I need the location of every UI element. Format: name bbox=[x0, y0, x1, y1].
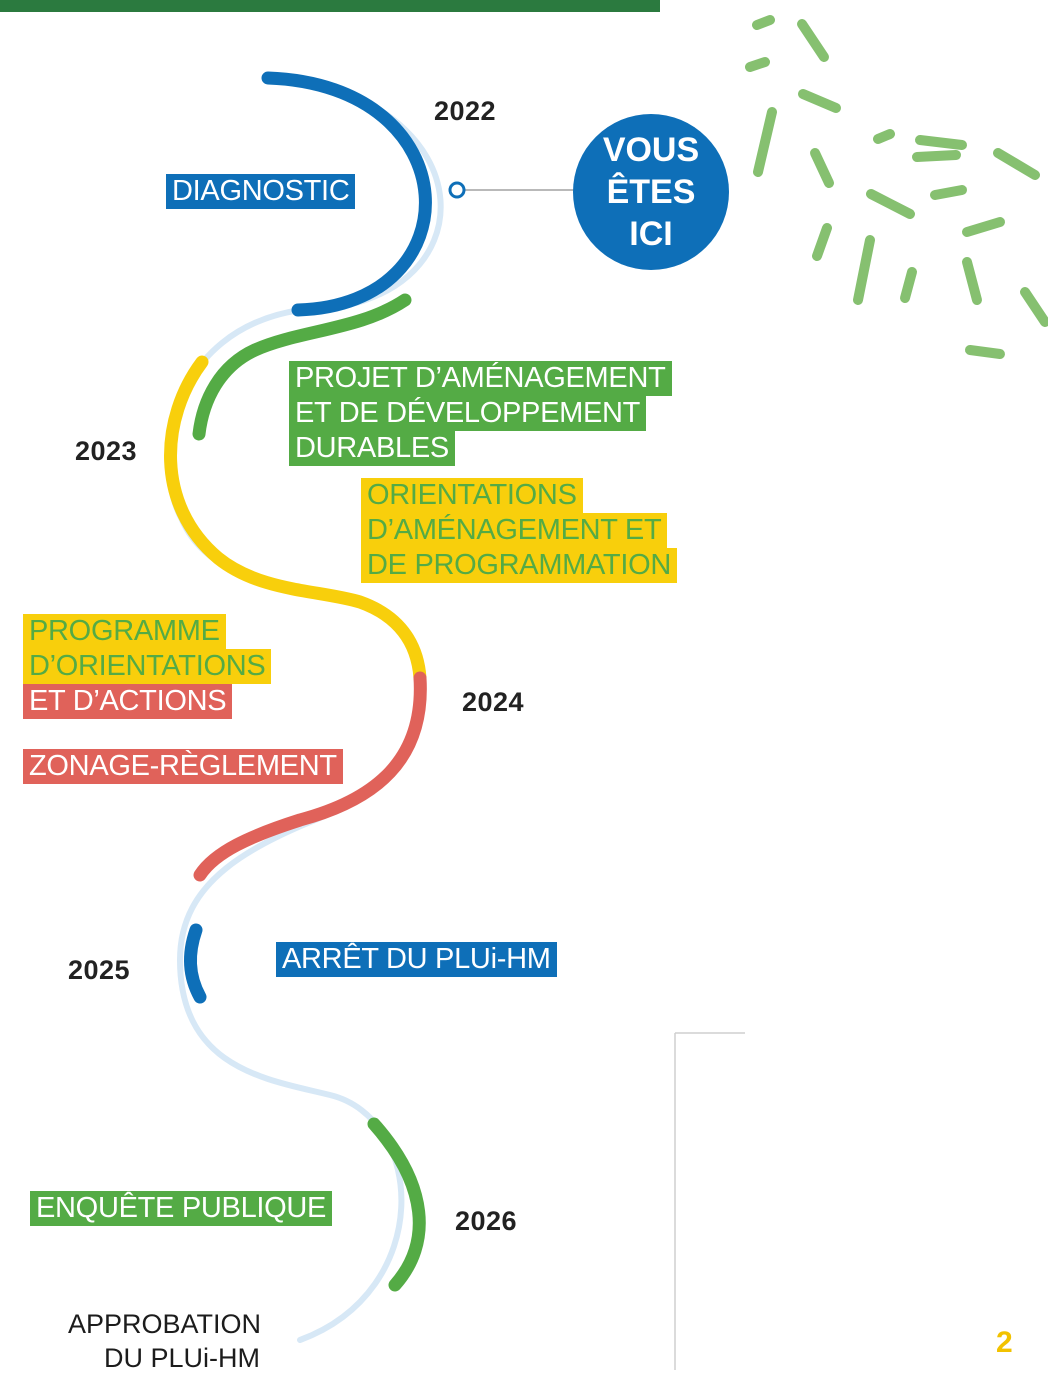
badge-line-2: ÊTES bbox=[606, 173, 696, 211]
leaf-mark bbox=[745, 57, 770, 72]
leaf-mark bbox=[1020, 287, 1048, 327]
leaf-mark bbox=[900, 267, 917, 303]
decorative-leaves bbox=[745, 15, 1048, 359]
top-banner-edge bbox=[0, 0, 660, 12]
label-line: ET D’ACTIONS bbox=[23, 684, 233, 719]
leaf-mark bbox=[873, 129, 895, 144]
leaf-mark bbox=[962, 217, 1005, 237]
leaf-mark bbox=[797, 19, 829, 62]
leaf-mark bbox=[753, 107, 777, 177]
label-line: PROJET D’AMÉNAGEMENT bbox=[289, 361, 672, 396]
phase-label-diagnostic: DIAGNOSTIC bbox=[166, 174, 356, 209]
leaf-mark bbox=[812, 223, 832, 261]
phase-arc-arret bbox=[183, 923, 207, 1004]
year-2026: 2026 bbox=[455, 1206, 518, 1236]
badge-line-1: VOUS bbox=[602, 131, 700, 169]
leaf-mark bbox=[912, 150, 961, 162]
leaf-mark bbox=[965, 345, 1005, 359]
leaf-mark bbox=[915, 135, 967, 150]
phase-label-zonage: ZONAGE-RÈGLEMENT bbox=[23, 749, 343, 784]
phase-arc-oap bbox=[164, 355, 427, 685]
phase-label-enquete: ENQUÊTE PUBLIQUE bbox=[30, 1191, 333, 1226]
phase-arc-padd bbox=[192, 293, 412, 441]
phase-arc-enquete bbox=[367, 1117, 426, 1292]
phase-label-oap: ORIENTATIONS D’AMÉNAGEMENT ET DE PROGRAM… bbox=[361, 478, 678, 583]
label-line: DE PROGRAMMATION bbox=[361, 548, 678, 583]
phase-arc-diagnostic bbox=[261, 71, 432, 317]
label-line: ARRÊT DU PLUi-HM bbox=[276, 942, 557, 977]
leaf-mark bbox=[930, 185, 967, 200]
leaf-mark bbox=[798, 89, 841, 113]
leaf-mark bbox=[866, 189, 915, 219]
year-2023: 2023 bbox=[75, 436, 138, 466]
badge-line-3: ICI bbox=[629, 215, 673, 253]
year-2024: 2024 bbox=[462, 687, 525, 717]
label-line: D’ORIENTATIONS bbox=[23, 649, 272, 684]
label-line: ET DE DÉVELOPPEMENT bbox=[289, 396, 647, 431]
label-line: ORIENTATIONS bbox=[361, 478, 583, 513]
leaf-mark bbox=[810, 148, 834, 188]
label-line: DIAGNOSTIC bbox=[166, 174, 356, 209]
current-phase-badge: VOUS ÊTES ICI bbox=[573, 114, 729, 270]
label-line: D’AMÉNAGEMENT ET bbox=[361, 513, 668, 548]
current-position-dot bbox=[448, 181, 466, 199]
approbation-line-1: APPROBATION bbox=[68, 1309, 262, 1339]
label-line: ZONAGE-RÈGLEMENT bbox=[23, 749, 343, 784]
label-line: PROGRAMME bbox=[23, 614, 226, 649]
approbation-line-2: DU PLUi-HM bbox=[104, 1343, 261, 1373]
leaf-mark bbox=[962, 257, 982, 305]
phase-label-poa: PROGRAMME D’ORIENTATIONS ET D’ACTIONS bbox=[23, 614, 272, 719]
leaf-mark bbox=[853, 235, 875, 305]
leaf-mark bbox=[752, 15, 775, 30]
phase-arc-zonage bbox=[193, 671, 427, 882]
phase-label-arret: ARRÊT DU PLUi-HM bbox=[276, 942, 557, 977]
phase-label-padd: PROJET D’AMÉNAGEMENT ET DE DÉVELOPPEMENT… bbox=[289, 361, 672, 466]
phase-label-approbation: APPROBATION DU PLUi-HM bbox=[68, 1307, 261, 1375]
label-line: DURABLES bbox=[289, 431, 455, 466]
label-line: ENQUÊTE PUBLIQUE bbox=[30, 1191, 333, 1226]
leaf-mark bbox=[993, 148, 1040, 180]
year-2022: 2022 bbox=[434, 96, 497, 126]
year-2025: 2025 bbox=[68, 955, 131, 985]
page-number: 2 bbox=[996, 1326, 1013, 1359]
